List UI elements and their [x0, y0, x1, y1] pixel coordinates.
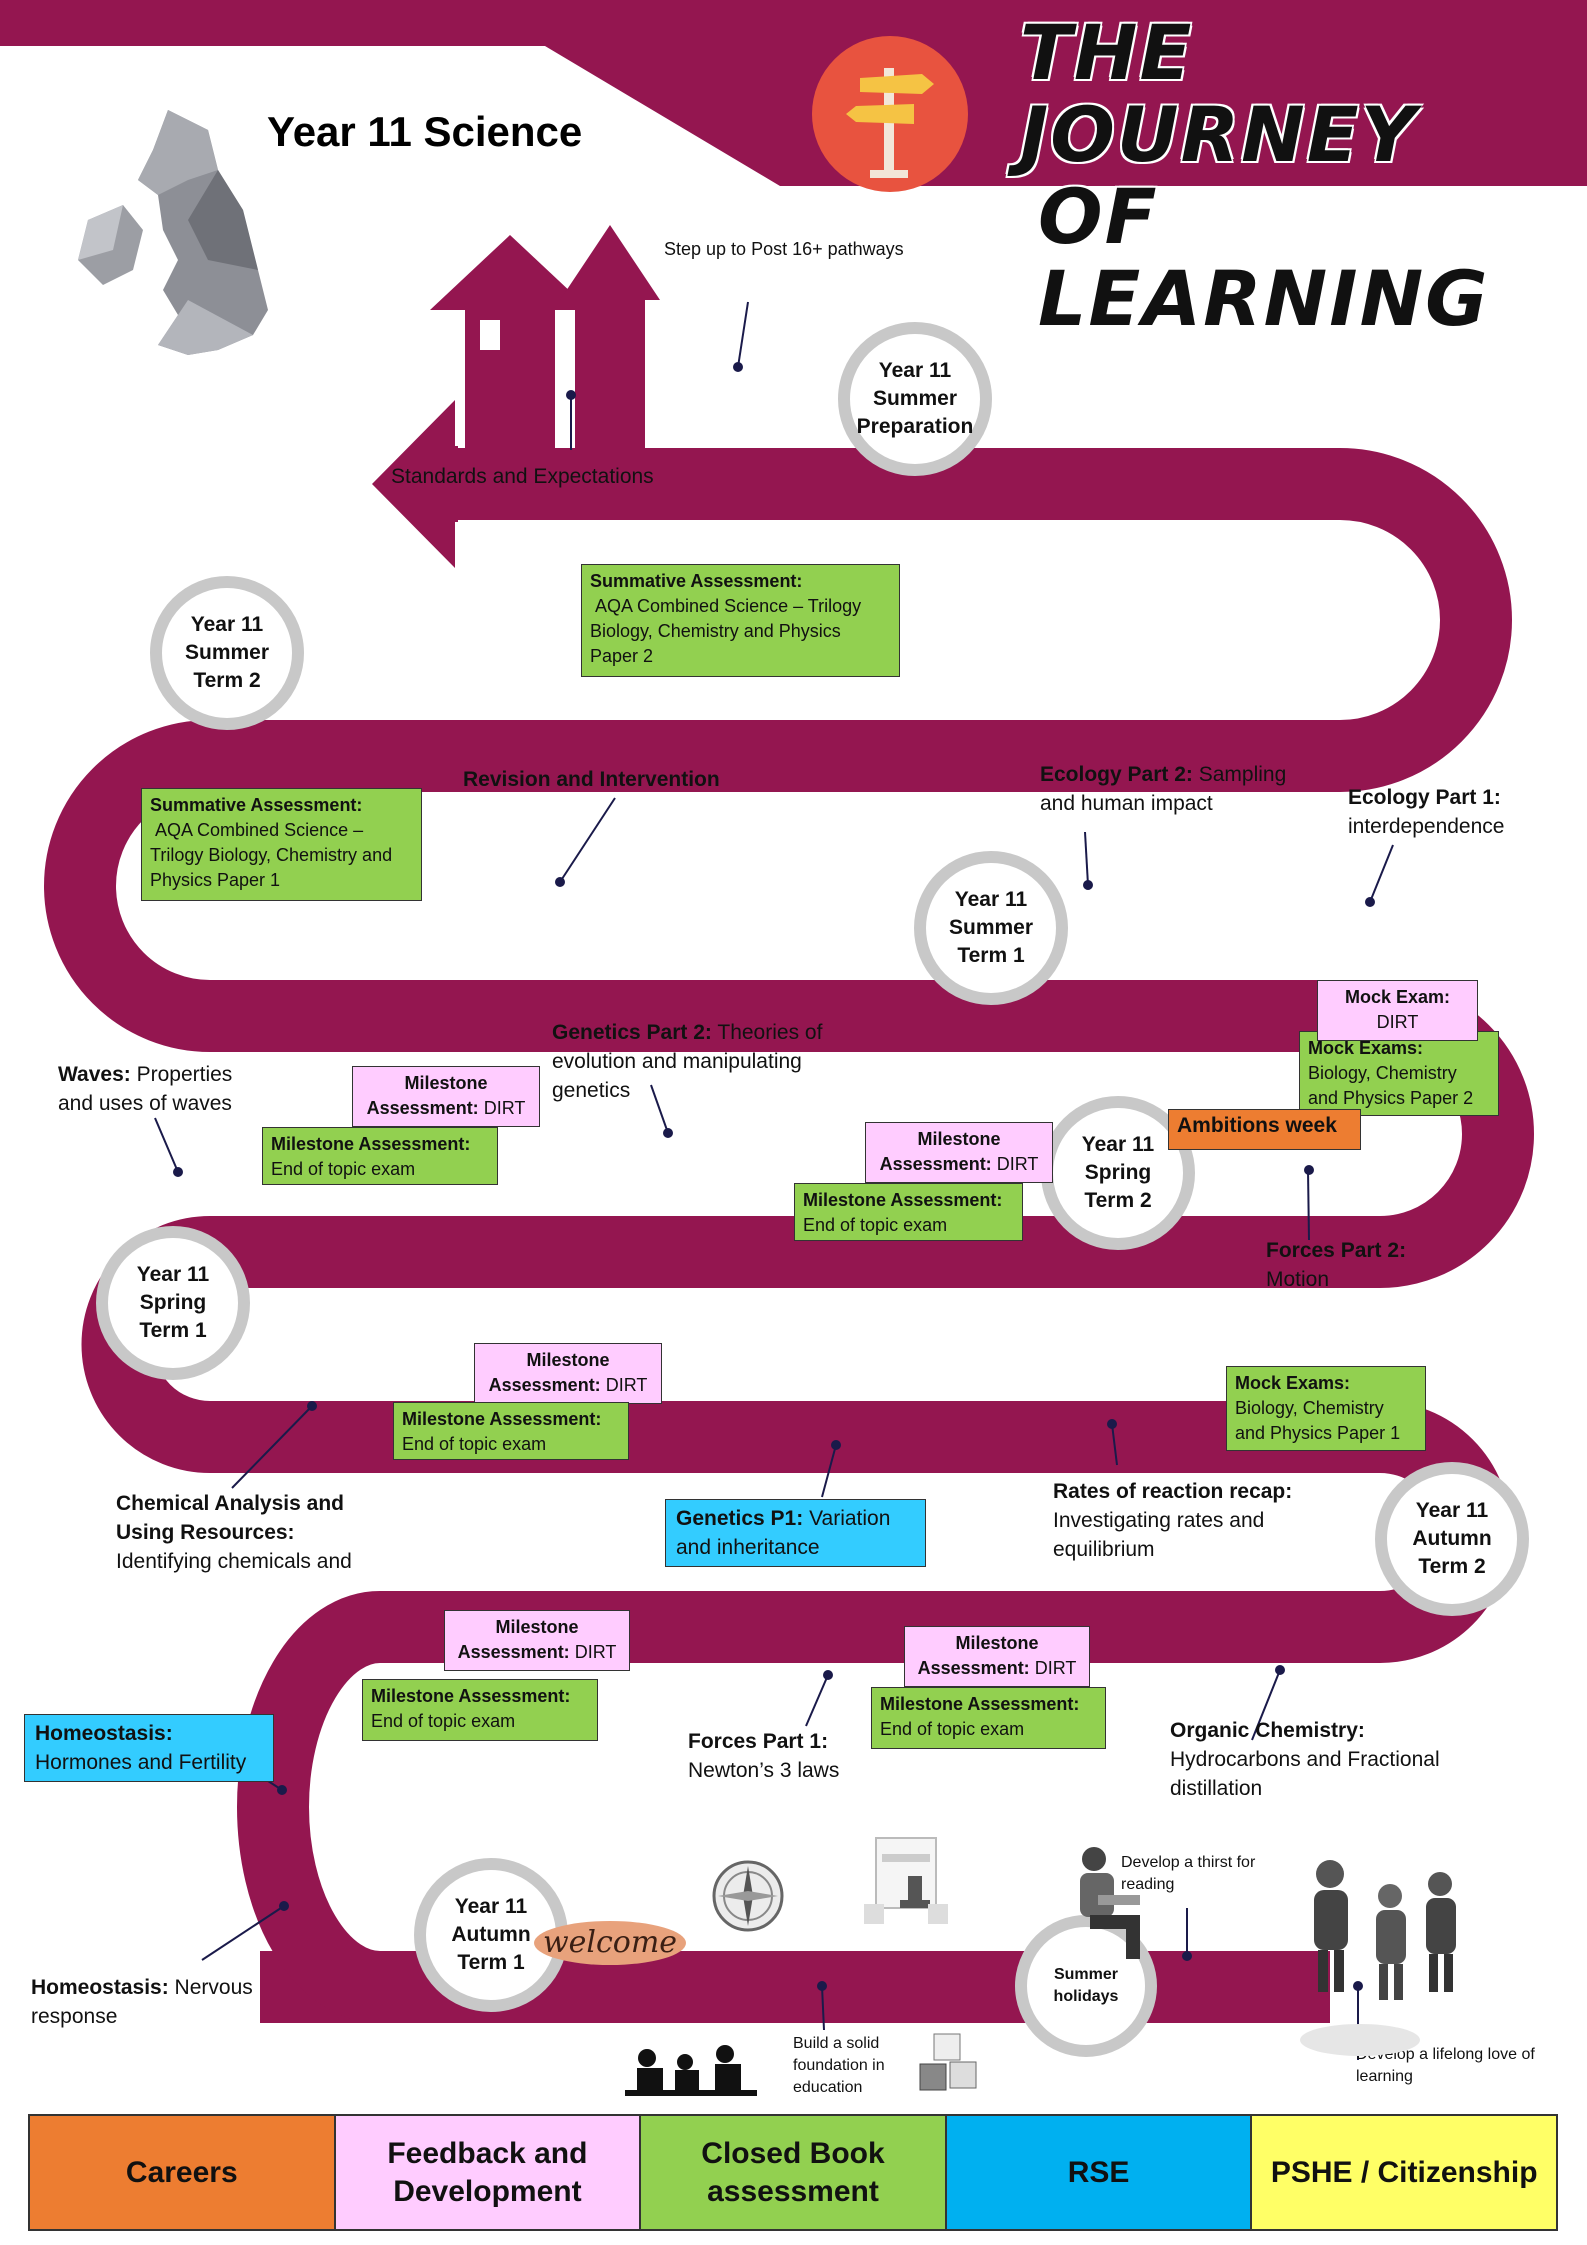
subject-title: Year 11 Science: [267, 108, 583, 155]
ambitions-week: Ambitions week: [1168, 1109, 1361, 1150]
term-autumn-2: Year 11 Autumn Term 2: [1375, 1462, 1529, 1616]
signpost-icon: [812, 36, 968, 192]
label-forces-1: Forces Part 1:Newton’s 3 laws: [688, 1730, 840, 1782]
summative-assessment-paper-2: Summative Assessment: AQA Combined Scien…: [581, 564, 900, 677]
students-studying-icon: [625, 2045, 757, 2096]
label-thirst-reading: Develop a thirst for reading: [1121, 1854, 1256, 1893]
label-forces-2: Forces Part 2:Motion: [1266, 1239, 1407, 1291]
label-homeostasis-nervous: Homeostasis: Nervous response: [31, 1976, 253, 2028]
building-blocks-icon: [919, 2033, 977, 2091]
label-waves: Waves: Properties and uses of waves: [58, 1063, 233, 1115]
legend-closed-book: Closed Book assessment: [641, 2116, 947, 2229]
term-summer-preparation: Year 11 Summer Preparation: [838, 322, 992, 476]
legend-pshe: PSHE / Citizenship: [1252, 2116, 1556, 2229]
label-genetics-2: Genetics Part 2: Theories of evolution a…: [552, 1021, 823, 1102]
label-chemical-analysis: Chemical Analysis and Using Resources:Id…: [116, 1492, 352, 1573]
legend-rse: RSE: [946, 2116, 1253, 2229]
summative-assessment-paper-1: Summative Assessment: AQA Combined Scien…: [141, 788, 422, 901]
compass-icon: [712, 1860, 784, 1932]
milestone-exam-autumn2: Milestone Assessment:End of topic exam: [393, 1402, 629, 1460]
welcome-sign-icon: welcome: [534, 1921, 686, 1965]
page-title: THE JOURNEY OF LEARNING: [1020, 8, 1490, 343]
term-spring-1: Year 11 Spring Term 1: [96, 1226, 250, 1380]
milestone-exam-autumn1-b: Milestone Assessment:End of topic exam: [871, 1687, 1106, 1749]
uk-map-icon: [78, 110, 268, 355]
mock-exams-paper-2: Mock Exams:Biology, Chemistry and Physic…: [1299, 1031, 1499, 1116]
label-rates-of-reaction: Rates of reaction recap:Investigating ra…: [1053, 1480, 1293, 1561]
reading-person-icon: [1080, 1847, 1140, 1959]
label-step-up: Step up to Post 16+ pathways: [664, 239, 904, 259]
legend-bar: Careers Feedback and Development Closed …: [28, 2114, 1558, 2231]
label-standards: Standards and Expectations: [391, 465, 654, 488]
milestone-exam-spring1: Milestone Assessment:End of topic exam: [262, 1127, 498, 1185]
mock-exams-paper-1: Mock Exams:Biology, Chemistry and Physic…: [1226, 1366, 1426, 1451]
legend-careers: Careers: [30, 2116, 336, 2229]
label-ecology-2: Ecology Part 2: Sampling and human impac…: [1040, 763, 1287, 815]
term-summer-1: Year 11 Summer Term 1: [914, 851, 1068, 1005]
approved-stamp-icon: [864, 1837, 948, 1924]
header-band: [0, 0, 1587, 186]
label-foundation: Build a solid foundation in education: [793, 2035, 885, 2096]
label-revision: Revision and Intervention: [463, 768, 720, 791]
svg-text:welcome: welcome: [543, 1925, 677, 1960]
label-ecology-1: Ecology Part 1:interdependence: [1348, 786, 1505, 838]
walking-people-icon: [1300, 1860, 1456, 2056]
mock-exam-dirt: Mock Exam:DIRT: [1317, 980, 1478, 1041]
label-organic-chemistry: Organic Chemistry:Hydrocarbons and Fract…: [1170, 1719, 1440, 1800]
legend-feedback: Feedback and Development: [335, 2116, 642, 2229]
homeostasis-hormones: Homeostasis:Hormones and Fertility: [24, 1714, 274, 1782]
milestone-exam-autumn1-a: Milestone Assessment:End of topic exam: [362, 1679, 598, 1741]
term-summer-2: Year 11 Summer Term 2: [150, 576, 304, 730]
milestone-exam-spring2: Milestone Assessment:End of topic exam: [794, 1183, 1023, 1241]
genetics-p1: Genetics P1: Variation and inheritance: [665, 1499, 926, 1567]
